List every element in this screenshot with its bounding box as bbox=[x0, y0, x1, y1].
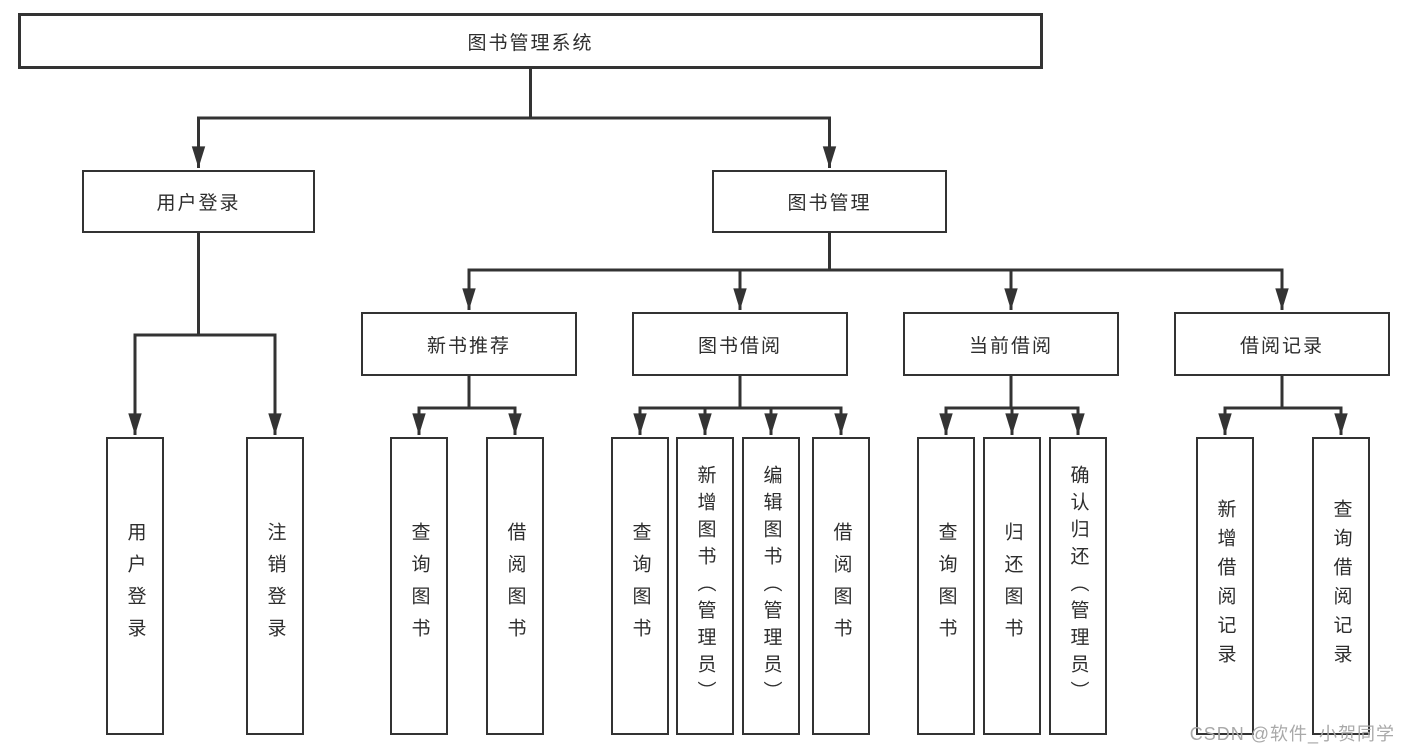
connector-records-to-leaves bbox=[1218, 376, 1348, 435]
node-library-management-system: 图书管理系统 bbox=[18, 13, 1043, 69]
node-leaf-borrow-books-borrowing: 借阅图书 bbox=[812, 437, 870, 735]
connector-borrowing-to-leaves bbox=[633, 376, 848, 435]
node-label: 查询图书 bbox=[629, 522, 651, 650]
watermark: CSDN @软件_小贺同学 bbox=[1189, 724, 1395, 744]
node-book-borrowing: 图书借阅 bbox=[632, 312, 848, 376]
node-leaf-edit-book-admin: 编辑图书（管理员） bbox=[742, 437, 800, 735]
node-label: 编辑图书（管理员） bbox=[760, 464, 782, 708]
connector-book-mgmt-to-level3 bbox=[462, 233, 1289, 310]
node-leaf-query-books-borrowing: 查询图书 bbox=[611, 437, 669, 735]
node-leaf-borrow-books-recommend: 借阅图书 bbox=[486, 437, 544, 735]
node-leaf-query-borrow-record: 查询借阅记录 bbox=[1312, 437, 1370, 735]
node-label: 用户登录 bbox=[124, 522, 146, 650]
node-label: 借阅记录 bbox=[1239, 335, 1324, 357]
node-label: 确认归还（管理员） bbox=[1067, 464, 1089, 708]
connector-root-to-level2 bbox=[191, 69, 837, 168]
node-book-management: 图书管理 bbox=[712, 170, 947, 233]
connector-user-login-to-leaves bbox=[128, 233, 282, 435]
node-leaf-add-borrow-record: 新增借阅记录 bbox=[1196, 437, 1254, 735]
connector-recommend-to-leaves bbox=[412, 376, 522, 435]
node-label: 当前借阅 bbox=[968, 335, 1053, 357]
node-leaf-query-books-current: 查询图书 bbox=[917, 437, 975, 735]
node-current-borrowing: 当前借阅 bbox=[903, 312, 1119, 376]
connector-current-to-leaves bbox=[939, 376, 1085, 435]
node-leaf-return-book: 归还图书 bbox=[983, 437, 1041, 735]
node-label: 用户登录 bbox=[156, 193, 241, 214]
node-leaf-logout: 注销登录 bbox=[246, 437, 304, 735]
node-user-login: 用户登录 bbox=[82, 170, 315, 233]
node-new-book-recommend: 新书推荐 bbox=[361, 312, 577, 376]
node-label: 借阅图书 bbox=[504, 522, 526, 650]
node-label: 查询图书 bbox=[408, 522, 430, 650]
node-label: 借阅图书 bbox=[830, 522, 852, 650]
node-label: 注销登录 bbox=[264, 522, 286, 650]
node-leaf-query-books-recommend: 查询图书 bbox=[390, 437, 448, 735]
node-label: 图书管理系统 bbox=[467, 32, 594, 54]
node-label: 新增图书（管理员） bbox=[694, 464, 716, 708]
node-label: 新增借阅记录 bbox=[1214, 499, 1236, 673]
node-leaf-confirm-return-admin: 确认归还（管理员） bbox=[1049, 437, 1107, 735]
node-leaf-add-book-admin: 新增图书（管理员） bbox=[676, 437, 734, 735]
node-label: 归还图书 bbox=[1001, 522, 1023, 650]
node-label: 查询借阅记录 bbox=[1330, 499, 1352, 673]
node-label: 图书管理 bbox=[787, 193, 872, 214]
node-label: 查询图书 bbox=[935, 522, 957, 650]
node-label: 图书借阅 bbox=[697, 335, 782, 357]
node-leaf-user-login: 用户登录 bbox=[106, 437, 164, 735]
node-label: 新书推荐 bbox=[426, 335, 511, 357]
node-borrowing-records: 借阅记录 bbox=[1174, 312, 1390, 376]
